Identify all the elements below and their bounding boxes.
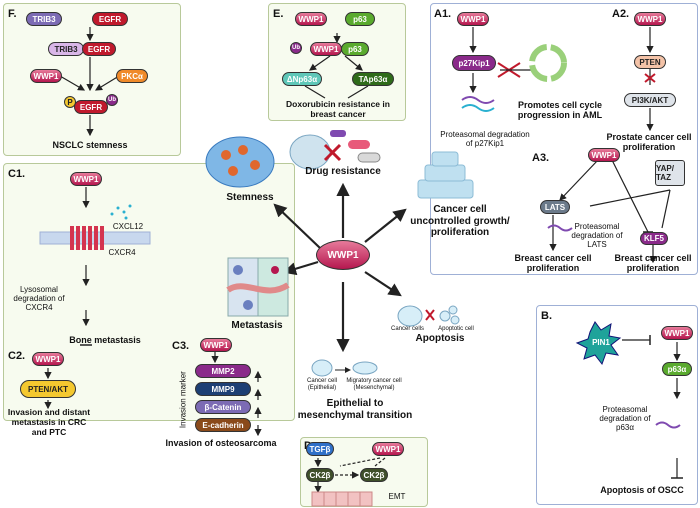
p27-node: p27Kip1 bbox=[452, 55, 496, 71]
c1-degradation-label: Lysosomal degradation of CXCR4 bbox=[13, 285, 65, 313]
cell-cycle-icon bbox=[529, 44, 567, 82]
drug-resistance-label: Drug resistance bbox=[305, 166, 381, 177]
invasion-marker-label: Invasion marker bbox=[178, 371, 188, 429]
panel-e bbox=[268, 3, 406, 121]
ck2b-node-right: CK2β bbox=[360, 468, 388, 482]
egfr-node: EGFR bbox=[92, 12, 128, 26]
pin1-label: PIN1 bbox=[592, 338, 610, 347]
trib3-node: TRIB3 bbox=[26, 12, 62, 26]
cancer-cells-label: Cancer cells bbox=[390, 326, 424, 332]
wwp1-node-c3: WWP1 bbox=[200, 338, 232, 352]
tgfb-node: TGFβ bbox=[306, 442, 334, 456]
wwp1-node-c1: WWP1 bbox=[70, 172, 102, 186]
panel-a3-title: A3. bbox=[532, 152, 550, 164]
b-degradation-label: Proteasomal degradation of p63α bbox=[599, 405, 651, 433]
p63-complex-e: p63 bbox=[341, 42, 369, 56]
wwp1-node-d: WWP1 bbox=[372, 442, 404, 456]
cancer-cell-epithelial-label: Cancer cell (Epithelial) bbox=[306, 378, 337, 391]
a2-caption: Prostate cancer cell proliferation bbox=[606, 132, 692, 153]
wwp1-node-e: WWP1 bbox=[295, 12, 327, 26]
phospho-badge: P bbox=[64, 96, 76, 108]
metastasis-label: Metastasis bbox=[231, 320, 283, 331]
apoptosis-illustration bbox=[397, 305, 460, 327]
a3-degradation-label: Proteasomal degradation of LATS bbox=[571, 222, 623, 250]
marker-beta-catenin: β-Catenin bbox=[195, 400, 251, 414]
cxcl12-dots-icon bbox=[110, 204, 132, 220]
stemness-cells-illustration bbox=[205, 136, 275, 188]
cell-membrane-illustration bbox=[39, 226, 151, 250]
panel-c1-title: C1. bbox=[8, 168, 26, 180]
a1-degradation-label: Proteasomal degradation of p27Kip1 bbox=[440, 130, 530, 149]
wwp1-node-a2: WWP1 bbox=[634, 12, 666, 26]
cxcr4-label: CXCR4 bbox=[108, 248, 136, 257]
panel-e-caption: Doxorubicin resistance in breast cancer bbox=[286, 99, 390, 119]
a3-caption-right: Breast cancer cell proliferation bbox=[614, 253, 692, 274]
pkc-node: PKCα bbox=[116, 69, 148, 83]
yap-taz-node: YAP/ TAZ bbox=[655, 160, 685, 186]
tap63-node: TAp63α bbox=[352, 72, 394, 86]
p63-node-e: p63 bbox=[345, 12, 375, 26]
ub-badge-f: Ub bbox=[106, 94, 118, 106]
panel-f-caption: NSCLC stemness bbox=[52, 140, 128, 150]
panel-b-title: B. bbox=[541, 310, 552, 322]
emt-label: Epithelial to mesenchymal transition bbox=[297, 398, 413, 421]
panel-a1-title: A1. bbox=[434, 8, 452, 20]
arrow-to-apoptosis bbox=[364, 271, 402, 297]
proliferation-label: Cancer cell uncontrolled growth/ prolife… bbox=[410, 204, 510, 238]
migratory-cell-label: Migratory cancer cell (Mesenchymal) bbox=[346, 378, 402, 391]
drug-resistance-illustration bbox=[289, 130, 381, 170]
dnp63-node: ΔNp63α bbox=[282, 72, 322, 86]
wwp1-node-f: WWP1 bbox=[30, 69, 62, 83]
apoptosis-label: Apoptosis bbox=[415, 333, 465, 344]
c1-caption: Bone metastasis bbox=[69, 335, 141, 345]
ck2b-node-left: CK2β bbox=[306, 468, 334, 482]
wwp1-complex-e: WWP1 bbox=[310, 42, 342, 56]
pten-node: PTEN bbox=[634, 55, 666, 69]
stemness-label: Stemness bbox=[226, 192, 274, 203]
trib3-complex-node: TRIB3 bbox=[48, 42, 84, 56]
panel-c3-title: C3. bbox=[172, 340, 190, 352]
a1-outcome: Promotes cell cycle progression in AML bbox=[517, 100, 603, 121]
wwp1-node-a3: WWP1 bbox=[588, 148, 620, 162]
pi3k-node: PI3K/AKT bbox=[624, 93, 676, 107]
emt-cells-illustration bbox=[311, 359, 378, 377]
arrow-to-proliferation bbox=[364, 208, 407, 243]
marker-e-cadherin: E-cadherin bbox=[195, 418, 251, 432]
emt-tissue-illustration bbox=[311, 491, 373, 507]
c3-caption: Invasion of osteosarcoma bbox=[165, 438, 277, 448]
p63a-node: p63α bbox=[662, 362, 692, 376]
panel-e-title: E. bbox=[273, 8, 284, 20]
klf5-node: KLF5 bbox=[640, 232, 668, 245]
pten-akt-node: PTEN/AKT bbox=[20, 380, 76, 398]
proliferation-cells-illustration bbox=[417, 151, 474, 199]
arrow-to-stemness bbox=[273, 203, 321, 249]
c2-caption: Invasion and distant metastasis in CRC a… bbox=[7, 407, 91, 437]
egfr-final-node: EGFR bbox=[74, 100, 108, 114]
panel-c2-title: C2. bbox=[8, 350, 26, 362]
emt-tissue-label: EMT bbox=[388, 492, 406, 501]
lats-node: LATS bbox=[540, 200, 570, 214]
panel-f-title: F. bbox=[8, 8, 17, 20]
arrow-to-metastasis bbox=[282, 260, 319, 276]
b-caption: Apoptosis of OSCC bbox=[600, 485, 684, 495]
wwp1-node-b: WWP1 bbox=[661, 326, 693, 340]
ub-badge-e: Ub bbox=[290, 42, 302, 54]
marker-mmp9: MMP9 bbox=[195, 382, 251, 396]
pin1-star bbox=[575, 321, 622, 366]
wwp1-node-a1: WWP1 bbox=[457, 12, 489, 26]
center-wwp1: WWP1 bbox=[316, 240, 370, 270]
apoptotic-cell-label: Apoptotic cell bbox=[438, 326, 474, 332]
panel-a2-title: A2. bbox=[612, 8, 630, 20]
cxcl12-label: CXCL12 bbox=[112, 222, 144, 231]
metastasis-illustration bbox=[226, 257, 290, 317]
egfr-complex-node: EGFR bbox=[82, 42, 116, 56]
a3-caption-left: Breast cancer cell proliferation bbox=[514, 253, 592, 274]
marker-mmp2: MMP2 bbox=[195, 364, 251, 378]
wwp1-node-c2: WWP1 bbox=[32, 352, 64, 366]
